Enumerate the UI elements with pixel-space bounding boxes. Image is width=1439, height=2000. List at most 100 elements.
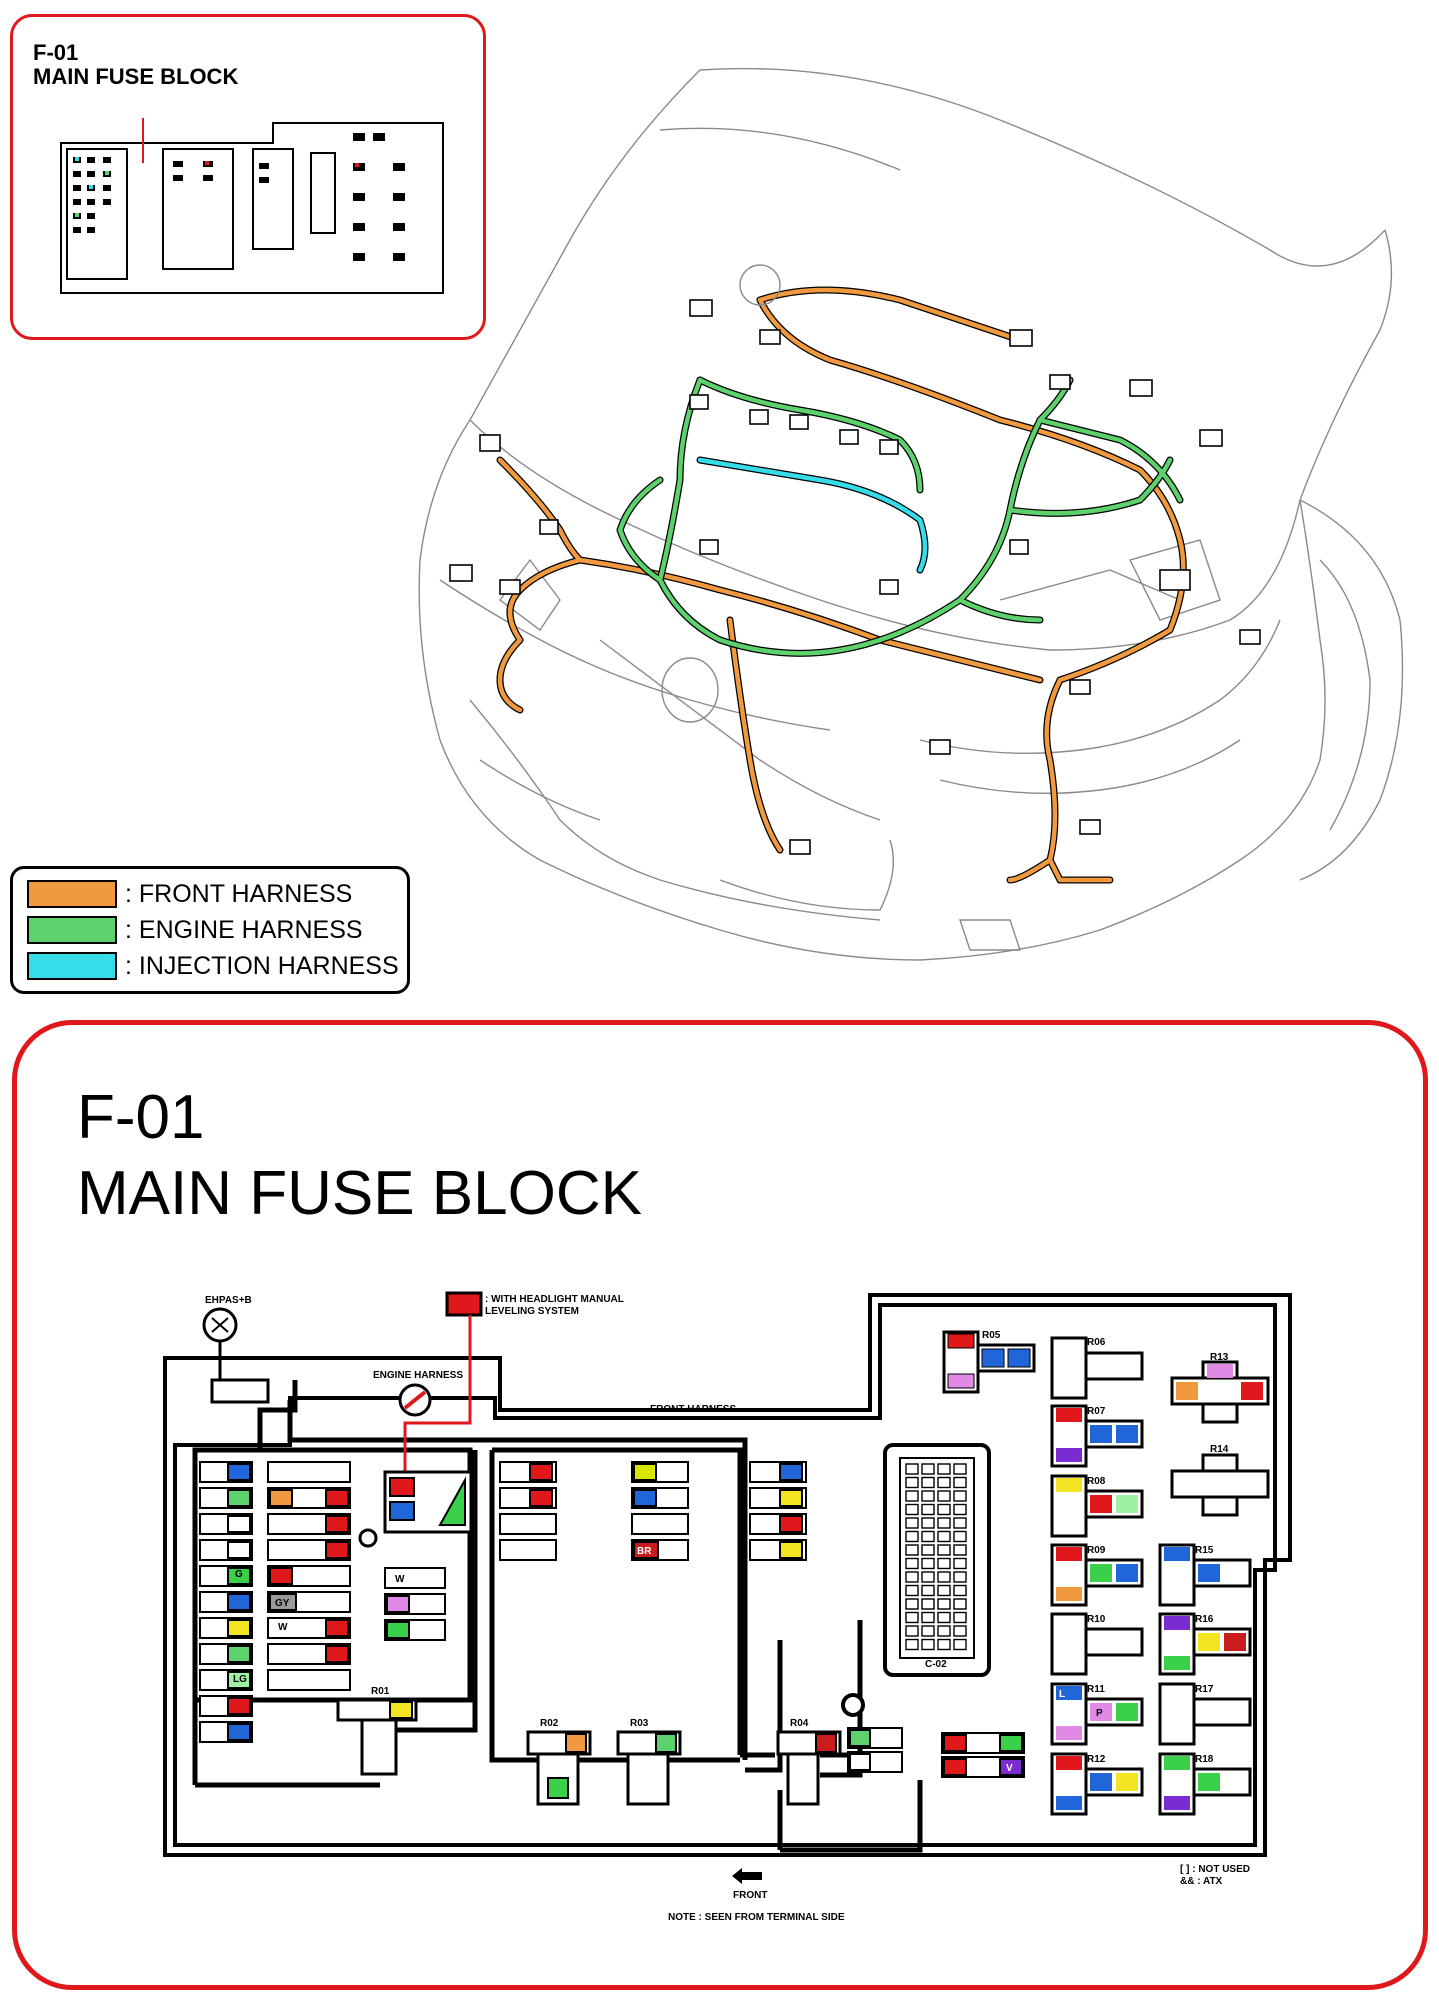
c02-pin xyxy=(937,1598,951,1610)
c02-pin xyxy=(921,1584,935,1597)
relay-r05: R05 xyxy=(942,1330,1036,1394)
relay-r11-label: R11 xyxy=(1087,1684,1105,1695)
c02-pin xyxy=(953,1490,967,1502)
fuse-pair-r04 xyxy=(847,1727,903,1773)
legend-label-front: : FRONT HARNESS xyxy=(125,879,353,908)
legend-swatch-front xyxy=(27,880,117,908)
relay-r14-label: R14 xyxy=(1210,1444,1229,1455)
car-body-outline xyxy=(418,67,1404,961)
relay-r03-label: R03 xyxy=(630,1718,649,1729)
fuse-column-b: GY W LG xyxy=(233,1461,351,1691)
fuse-column-c: W xyxy=(384,1567,446,1641)
c02-pin xyxy=(953,1598,967,1610)
engine-harness-outline xyxy=(616,376,1184,657)
headlight-note-line2: LEVELING SYSTEM xyxy=(485,1306,579,1317)
wire-code-gy: GY xyxy=(275,1598,290,1609)
relay-r15: R15 xyxy=(1158,1543,1252,1607)
c02-pin xyxy=(953,1503,967,1516)
c02-pin xyxy=(937,1557,951,1570)
relay-r02-label: R02 xyxy=(540,1718,559,1729)
wire-code-lg: LG xyxy=(233,1674,247,1685)
c02-pin xyxy=(921,1476,935,1489)
c02-pin xyxy=(953,1544,967,1556)
relay-r18: R18 xyxy=(1158,1752,1252,1816)
fuse-column-d xyxy=(499,1461,557,1561)
relay-r09-label: R09 xyxy=(1087,1545,1106,1556)
relay-r06: R06 xyxy=(1050,1336,1144,1400)
legend-label-engine: : ENGINE HARNESS xyxy=(125,915,363,944)
wire-code-w: W xyxy=(278,1622,288,1633)
harness-legend: : FRONT HARNESS : ENGINE HARNESS : INJEC… xyxy=(10,866,410,994)
relay-r08: R08 xyxy=(1050,1474,1144,1538)
c02-pin xyxy=(905,1638,919,1651)
c02-pin xyxy=(937,1638,951,1651)
c02-pin xyxy=(921,1557,935,1570)
c02-pin xyxy=(953,1625,967,1637)
inset-title-text: MAIN FUSE BLOCK xyxy=(33,64,239,89)
relay-r03: R03 xyxy=(616,1718,682,1806)
relay-r07-label: R07 xyxy=(1087,1406,1106,1417)
relay-r04-label: R04 xyxy=(790,1718,809,1729)
relay-r18-label: R18 xyxy=(1195,1754,1214,1765)
relay-r07: R07 xyxy=(1050,1404,1144,1468)
harness-connectors xyxy=(449,299,1261,855)
c02-pin xyxy=(937,1611,951,1624)
c02-pin xyxy=(905,1517,919,1529)
ehpas-connector xyxy=(210,1378,270,1404)
main-fuse-block-diagram: EHPAS+B : WITH HEADLIGHT MANUAL LEVELING… xyxy=(163,1291,1292,1923)
inset-fuse-block-panel: F-01 MAIN FUSE BLOCK xyxy=(10,14,486,340)
c02-pin xyxy=(905,1530,919,1543)
relay-r16-label: R16 xyxy=(1195,1614,1214,1625)
injection-harness-wire xyxy=(697,457,928,573)
relay-r17-label: R17 xyxy=(1195,1684,1214,1695)
not-used-note: [ ] : NOT USED xyxy=(1180,1864,1250,1875)
relay-r12-label: R12 xyxy=(1087,1754,1106,1765)
c02-pin xyxy=(937,1544,951,1556)
c02-pin xyxy=(953,1463,967,1475)
c02-pin xyxy=(953,1571,967,1583)
c02-pin xyxy=(953,1530,967,1543)
c02-pin xyxy=(953,1611,967,1624)
relay-r02: R02 xyxy=(526,1718,592,1806)
engine-harness-wire xyxy=(617,377,1183,656)
c02-pin xyxy=(921,1463,935,1475)
relay-r06-label: R06 xyxy=(1087,1337,1106,1348)
front-label: FRONT xyxy=(733,1890,767,1901)
c02-pin xyxy=(937,1476,951,1489)
headlight-relay-block xyxy=(383,1470,473,1534)
terminal-side-note: NOTE : SEEN FROM TERMINAL SIDE xyxy=(668,1912,845,1923)
headlight-leveling-swatch xyxy=(445,1291,483,1317)
inset-fuse-block-thumbnail xyxy=(60,118,444,294)
c02-pin xyxy=(921,1598,935,1610)
c02-pin xyxy=(905,1571,919,1583)
c02-pin xyxy=(921,1544,935,1556)
front-arrow-icon xyxy=(732,1868,762,1884)
mount-hole-right xyxy=(841,1693,865,1717)
atx-note: && : ATX xyxy=(1180,1876,1223,1887)
c02-pin xyxy=(921,1530,935,1543)
c02-pin xyxy=(905,1625,919,1637)
fuse-column-a: G xyxy=(199,1461,253,1743)
relay-r14: R14 xyxy=(1170,1444,1270,1517)
wire-code-w-c: W xyxy=(395,1574,405,1585)
c02-pin xyxy=(937,1463,951,1475)
ehpas-terminal-mark xyxy=(211,1317,229,1333)
headlight-leveling-wire xyxy=(403,1315,472,1480)
wire-code-br: BR xyxy=(637,1546,652,1557)
connector-c02-label: C-02 xyxy=(925,1659,947,1670)
front-harness-label: FRONT HARNESS xyxy=(650,1404,736,1415)
inset-code: F-01 xyxy=(33,40,79,65)
legend-swatch-injection xyxy=(27,952,117,980)
c02-pin xyxy=(953,1557,967,1570)
relay-r05-label: R05 xyxy=(982,1330,1001,1341)
legend-swatch-engine xyxy=(27,916,117,944)
c02-pin xyxy=(937,1517,951,1529)
inset-title: F-01 MAIN FUSE BLOCK xyxy=(33,41,238,89)
legend-label-injection: : INJECTION HARNESS xyxy=(125,951,399,980)
c02-pin xyxy=(953,1517,967,1529)
c02-pin xyxy=(921,1611,935,1624)
headlight-note-line1: : WITH HEADLIGHT MANUAL xyxy=(485,1294,624,1305)
relay-r12: R12 xyxy=(1050,1752,1144,1816)
relay-r08-label: R08 xyxy=(1087,1476,1106,1487)
legend-item-injection-harness: : INJECTION HARNESS xyxy=(27,951,399,981)
